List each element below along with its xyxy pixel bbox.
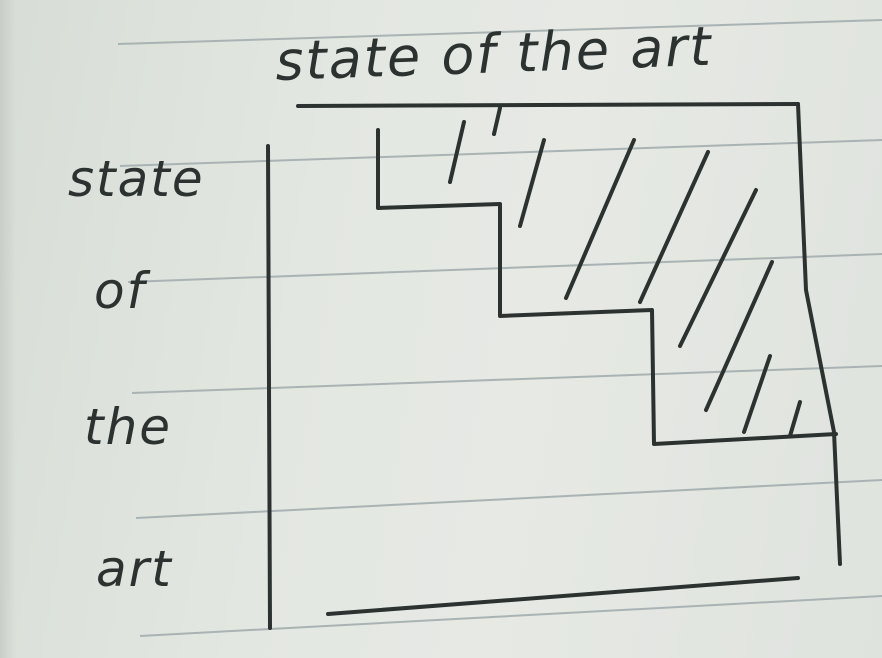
staircase-boundary (376, 128, 838, 446)
bottom-line (326, 576, 800, 616)
hatch-mark (564, 138, 636, 300)
rule-line (135, 479, 882, 519)
hatch-mark (788, 400, 802, 438)
side-word-state: state (68, 150, 205, 208)
hatch-mark (492, 106, 502, 136)
side-word-the: the (84, 398, 172, 456)
rule-line (117, 19, 882, 45)
side-word-art: art (96, 540, 173, 598)
hatch-marks (448, 106, 802, 438)
side-word-of: of (94, 262, 151, 320)
hatch-mark (678, 188, 758, 348)
rule-line (139, 595, 882, 637)
top-border (296, 102, 800, 108)
hatch-mark (638, 150, 710, 304)
rule-line (127, 253, 882, 283)
rule-line (119, 139, 882, 167)
hatch-mark (742, 354, 772, 434)
hatch-mark (704, 260, 774, 412)
ruled-lines (117, 19, 882, 637)
left-axis (266, 144, 272, 630)
frame (266, 102, 842, 630)
hatch-mark (448, 120, 466, 184)
rule-line (131, 365, 882, 394)
top-label: state of the art (274, 15, 713, 93)
hatch-mark (518, 138, 546, 228)
right-border (796, 102, 842, 566)
